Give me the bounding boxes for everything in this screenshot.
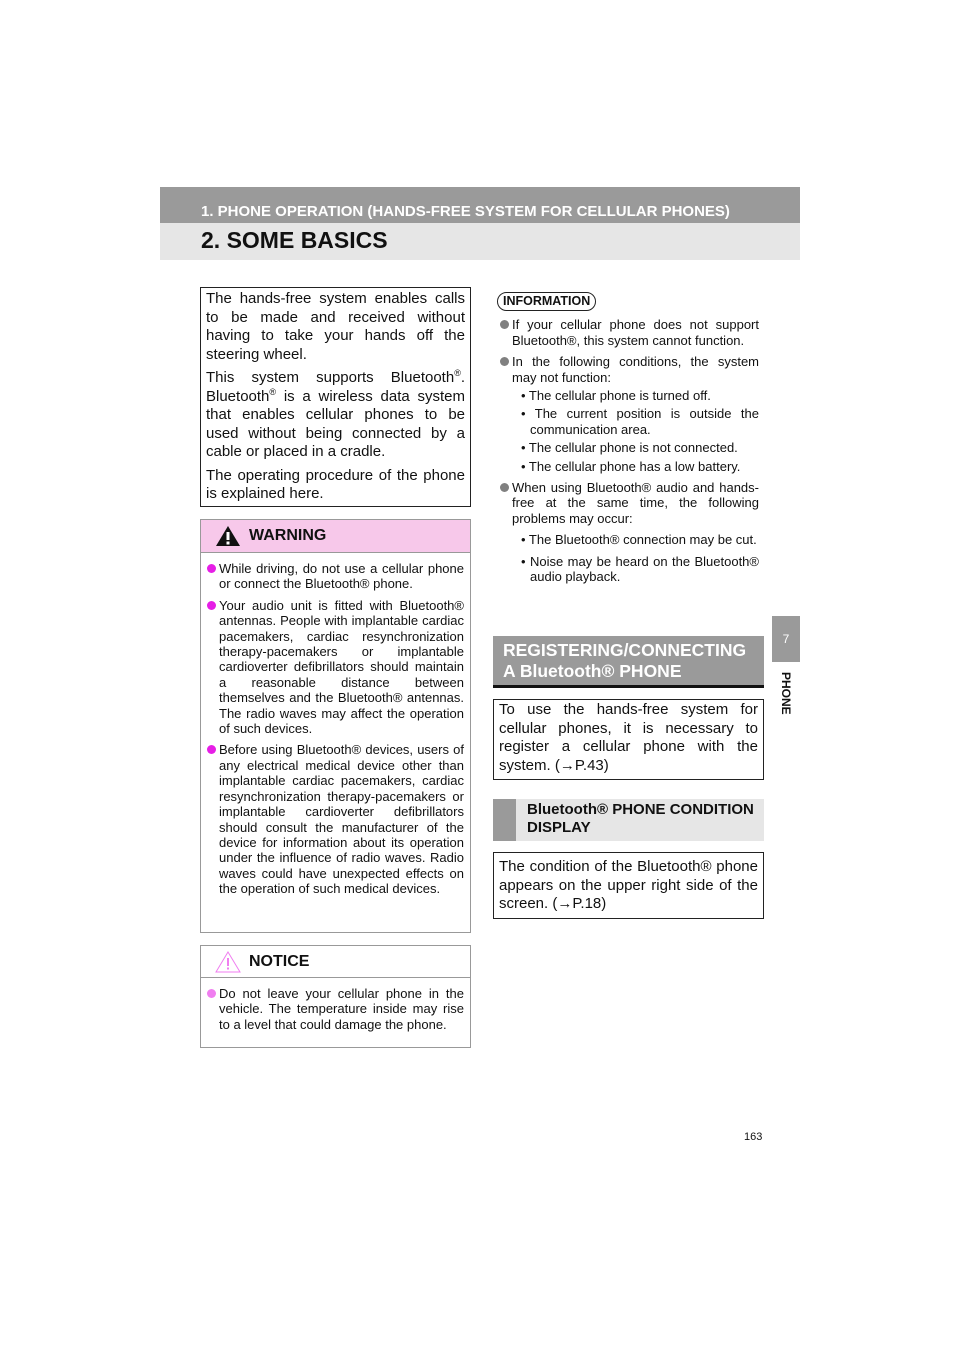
warning-box: WARNING While driving, do not use a cell… <box>200 519 471 933</box>
info-item: When using Bluetooth® audio and hands-fr… <box>500 480 759 585</box>
notice-item: Do not leave your cellular phone in the … <box>207 986 464 1032</box>
notice-header: NOTICE <box>201 946 470 978</box>
warning-item: Your audio unit is fitted with Bluetooth… <box>207 597 464 737</box>
registering-box: To use the hands-free system for cellula… <box>493 699 764 780</box>
chapter-tab[interactable]: 7 <box>772 616 800 662</box>
warning-item: Before using Bluetooth® devices, users o… <box>207 742 464 897</box>
intro-p1: The hands-free system enables calls to b… <box>206 290 465 363</box>
chapter-label: PHONE <box>779 672 793 715</box>
warning-item: While driving, do not use a cellular pho… <box>207 561 464 592</box>
condition-box: The condition of the Bluetooth® phone ap… <box>493 852 764 919</box>
notice-box: NOTICE Do not leave your cellular phone … <box>200 945 471 1048</box>
intro-p3: The operating procedure of the phone is … <box>206 466 465 503</box>
intro-box: The hands-free system enables calls to b… <box>200 287 471 507</box>
info-item: In the following conditions, the system … <box>500 354 759 474</box>
page-number: 163 <box>744 1131 763 1143</box>
intro-p2: This system supports Bluetooth®. Bluetoo… <box>206 368 465 461</box>
warning-triangle-icon <box>216 526 240 546</box>
info-item: If your cellular phone does not support … <box>500 317 759 348</box>
information-section: INFORMATION If your cellular phone does … <box>497 292 759 591</box>
warning-title: WARNING <box>249 527 327 544</box>
caution-triangle-icon <box>215 950 241 972</box>
page-title: 2. SOME BASICS <box>160 223 800 260</box>
section-header: 1. PHONE OPERATION (HANDS-FREE SYSTEM FO… <box>160 187 800 223</box>
information-badge: INFORMATION <box>497 292 597 312</box>
notice-title: NOTICE <box>249 952 310 970</box>
warning-header: WARNING <box>201 520 470 553</box>
